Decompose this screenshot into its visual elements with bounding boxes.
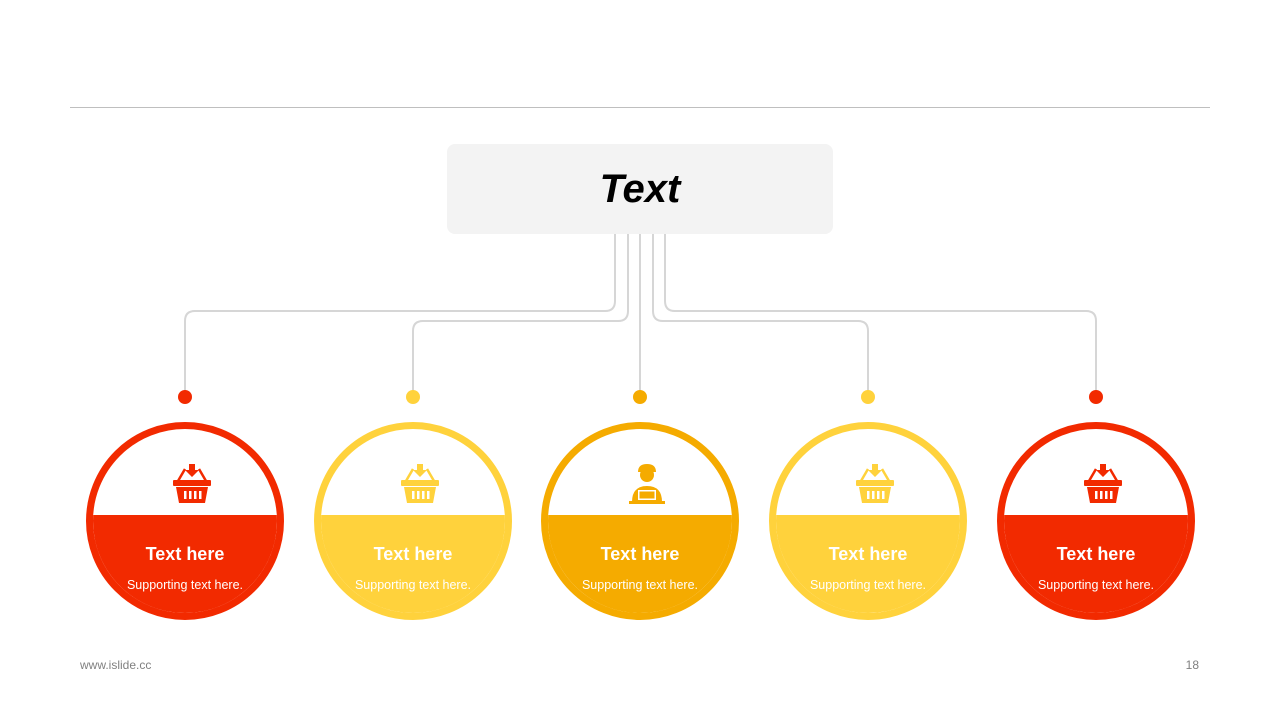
card-1-label: Text here bbox=[145, 544, 225, 564]
connector-dot-2 bbox=[406, 390, 420, 404]
card-1-fill bbox=[93, 515, 277, 613]
top-divider bbox=[70, 107, 1210, 108]
root-title: Text bbox=[599, 166, 681, 211]
card-5-fill bbox=[1004, 515, 1188, 613]
card-4-label: Text here bbox=[828, 544, 908, 564]
card-2-label: Text here bbox=[373, 544, 453, 564]
card-1-sub: Supporting text here. bbox=[126, 578, 244, 592]
card-3-sub: Supporting text here. bbox=[581, 578, 699, 592]
card-2-sub: Supporting text here. bbox=[354, 578, 472, 592]
connector-dot-1 bbox=[178, 390, 192, 404]
page-number: 18 bbox=[1185, 658, 1199, 672]
card-3-fill bbox=[548, 515, 732, 613]
user-laptop-icon bbox=[629, 464, 665, 504]
shopping-basket-icon bbox=[401, 464, 439, 503]
connector-dot-4 bbox=[861, 390, 875, 404]
card-5-sub: Supporting text here. bbox=[1037, 578, 1155, 592]
card-1: Text here Supporting text here. bbox=[86, 422, 284, 620]
connector-4 bbox=[652, 234, 869, 397]
connector-1 bbox=[184, 234, 616, 397]
card-5: Text here Supporting text here. bbox=[997, 422, 1195, 620]
card-2: Text here Supporting text here. bbox=[314, 422, 512, 620]
connector-2 bbox=[412, 234, 629, 397]
shopping-basket-icon bbox=[856, 464, 894, 503]
card-2-fill bbox=[321, 515, 505, 613]
connector-5 bbox=[664, 234, 1097, 397]
shopping-basket-icon bbox=[173, 464, 211, 503]
card-4: Text here Supporting text here. bbox=[769, 422, 967, 620]
card-3-label: Text here bbox=[600, 544, 680, 564]
card-3: Text here Supporting text here. bbox=[541, 422, 739, 620]
card-4-fill bbox=[776, 515, 960, 613]
card-5-label: Text here bbox=[1056, 544, 1136, 564]
card-4-sub: Supporting text here. bbox=[809, 578, 927, 592]
shopping-basket-icon bbox=[1084, 464, 1122, 503]
root-node: Text bbox=[447, 144, 833, 234]
connector-dot-3 bbox=[633, 390, 647, 404]
footer-website: www.islide.cc bbox=[80, 658, 152, 672]
connector-dot-5 bbox=[1089, 390, 1103, 404]
